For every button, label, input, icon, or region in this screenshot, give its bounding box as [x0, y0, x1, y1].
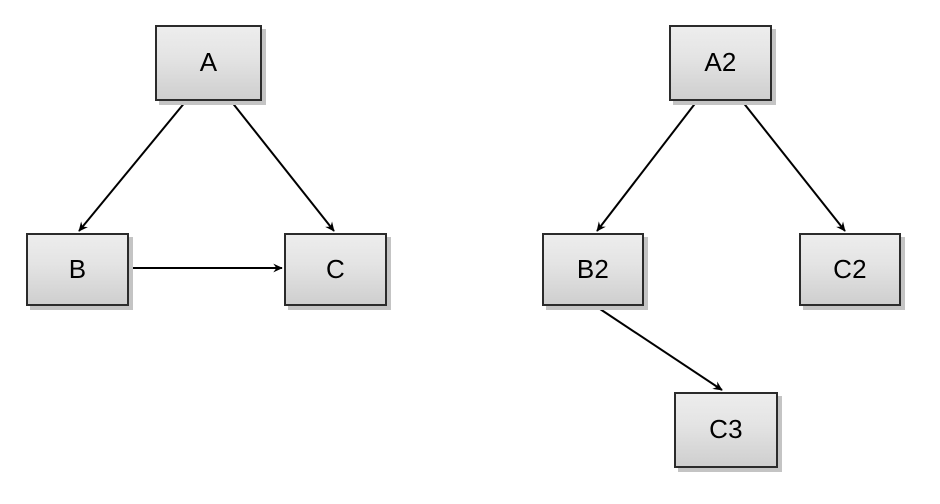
node-label: C2 [833, 253, 867, 284]
edge-a2-b2 [596, 100, 698, 232]
edge-a-b [78, 100, 187, 232]
node-label: B [68, 253, 87, 284]
node-c2[interactable]: C2 [799, 233, 901, 306]
edge-group [78, 100, 846, 391]
node-c[interactable]: C [284, 233, 387, 306]
node-a[interactable]: A [155, 25, 262, 101]
node-label: C [326, 253, 345, 284]
node-label: A [199, 47, 218, 77]
edge-a2-c2 [741, 100, 846, 232]
node-label: B2 [576, 253, 610, 284]
node-b[interactable]: B [26, 233, 129, 306]
node-label: A2 [704, 47, 737, 77]
node-label: C3 [709, 414, 743, 444]
edge-b2-c3 [596, 306, 723, 391]
node-b2[interactable]: B2 [542, 233, 644, 306]
node-c3[interactable]: C3 [674, 392, 778, 468]
node-a2[interactable]: A2 [669, 25, 772, 101]
edge-a-c [230, 100, 335, 232]
